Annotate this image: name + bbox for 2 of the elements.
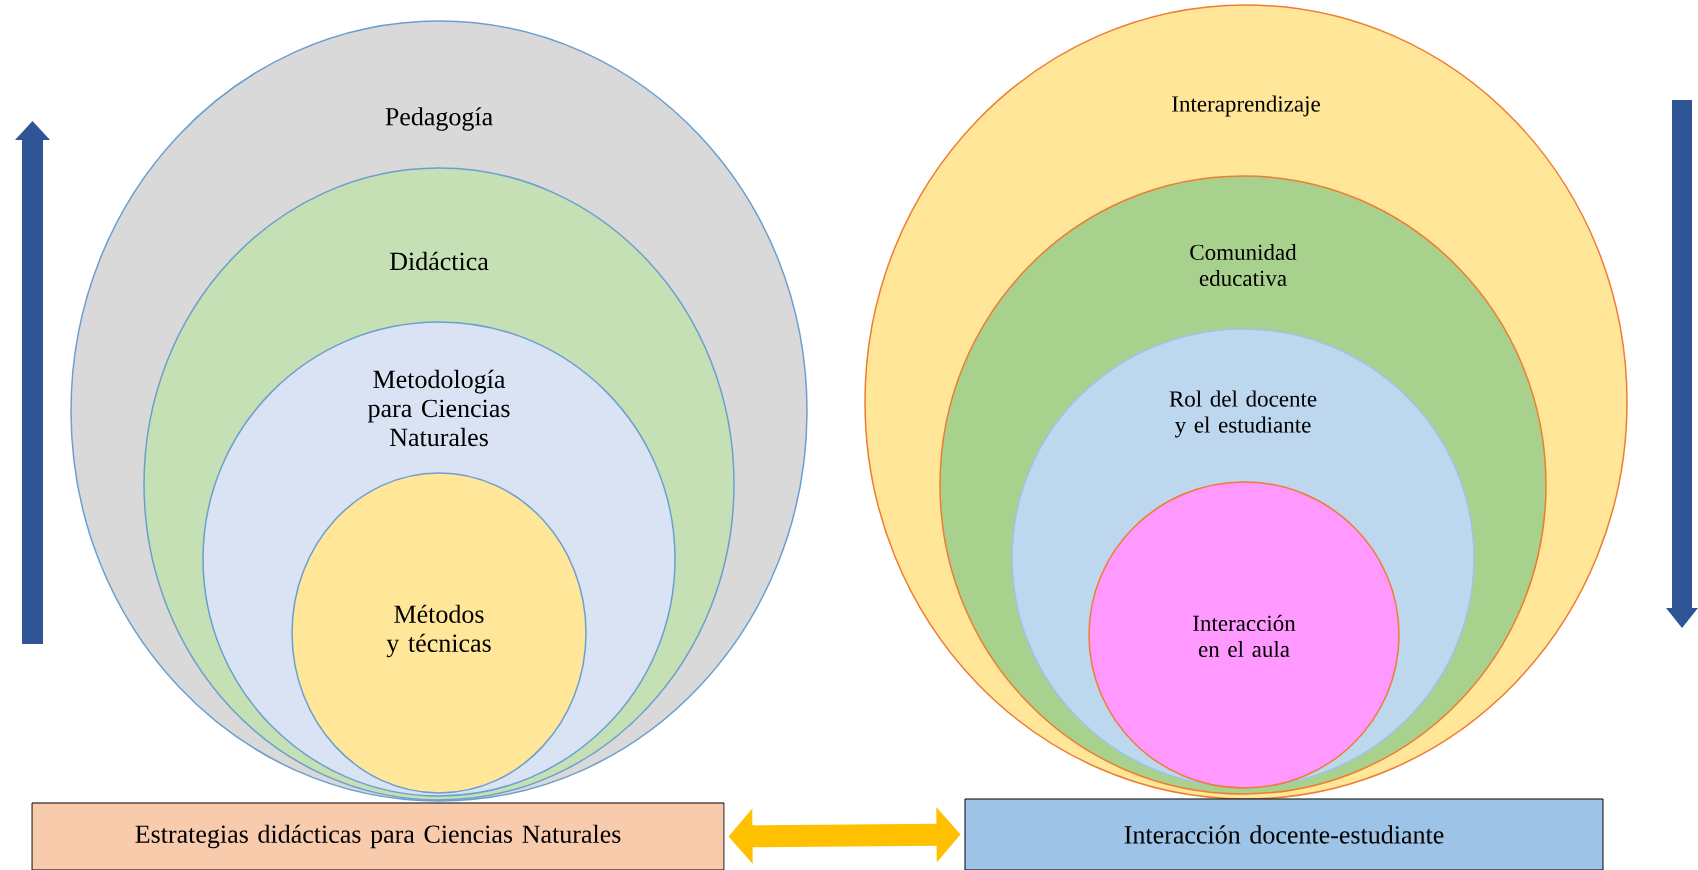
text-box: Interacción docente-estudiante xyxy=(964,798,1604,870)
text-box: Estrategias didácticas para Ciencias Naturales xyxy=(31,802,725,870)
